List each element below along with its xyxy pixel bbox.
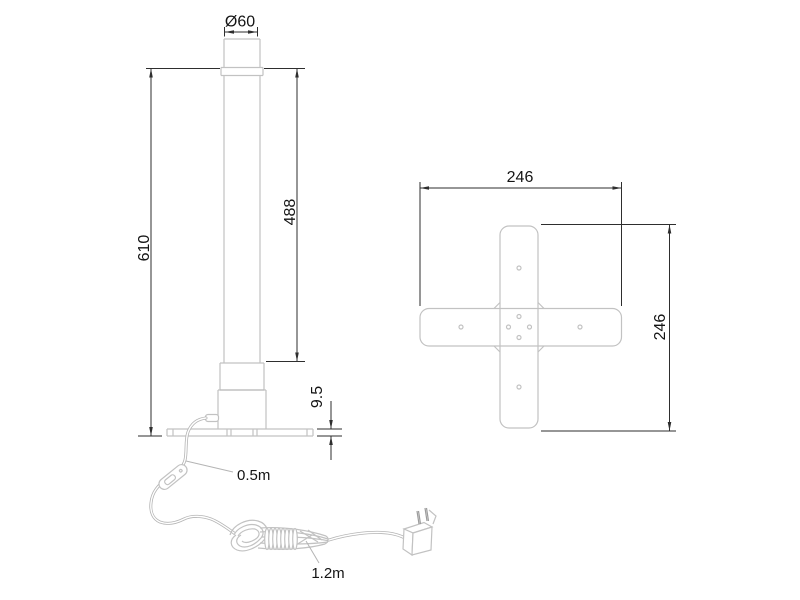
cross-vertical-slat xyxy=(499,225,539,429)
cable-to-plug xyxy=(327,530,407,542)
plug-pins xyxy=(416,507,437,525)
tube-top-cap xyxy=(223,38,261,68)
mounting-holes xyxy=(458,265,583,390)
leader-cable-length xyxy=(305,540,320,564)
inline-switch xyxy=(158,463,188,491)
power-plug xyxy=(402,507,437,557)
mounting-hole-top-arm xyxy=(516,265,522,271)
mounting-hole-left-arm xyxy=(458,324,464,330)
dim-base-thickness: 9.5 xyxy=(309,386,342,460)
dim-tube-length: 488 xyxy=(264,68,305,362)
leader-cable-switch xyxy=(185,460,234,473)
cable-total-length-label: 1.2m xyxy=(311,565,344,582)
base-column xyxy=(217,363,267,429)
mounting-hole-center-left xyxy=(505,324,512,330)
dim-base-depth: 246 xyxy=(541,224,676,432)
dim-tube-length-label: 488 xyxy=(282,199,299,226)
mounting-hole-right-arm xyxy=(577,324,583,330)
base-plate-side xyxy=(166,428,314,437)
mounting-hole-center-right xyxy=(526,324,533,330)
dim-base-width: 246 xyxy=(419,169,622,306)
power-cable xyxy=(149,416,236,535)
dim-base-width-label: 246 xyxy=(507,169,534,186)
dim-total-height-label: 610 xyxy=(136,235,153,262)
cross-horizontal-slat xyxy=(419,307,623,347)
front-view: Ø60 610 488 9.5 0.5m 1.2m xyxy=(136,14,437,582)
mounting-hole-center-top xyxy=(516,313,522,320)
lamp-tube xyxy=(220,75,264,364)
cross-corner-fillets xyxy=(493,302,545,353)
dim-base-depth-label: 246 xyxy=(652,314,669,341)
cable-switch-distance-label: 0.5m xyxy=(237,467,270,484)
top-view: 246 246 xyxy=(419,169,676,432)
dim-diameter-label: Ø60 xyxy=(225,14,255,31)
cable-coil xyxy=(229,519,330,552)
mounting-hole-center-bottom xyxy=(516,334,522,341)
dim-diameter: Ø60 xyxy=(224,14,258,37)
dim-total-height: 610 xyxy=(136,68,220,437)
dim-base-thickness-label: 9.5 xyxy=(309,386,326,408)
tube-collar-ring xyxy=(220,66,264,77)
coil-wrap-rings xyxy=(264,527,298,551)
mounting-hole-bottom-arm xyxy=(516,384,522,390)
cross-base-outline xyxy=(419,225,623,429)
